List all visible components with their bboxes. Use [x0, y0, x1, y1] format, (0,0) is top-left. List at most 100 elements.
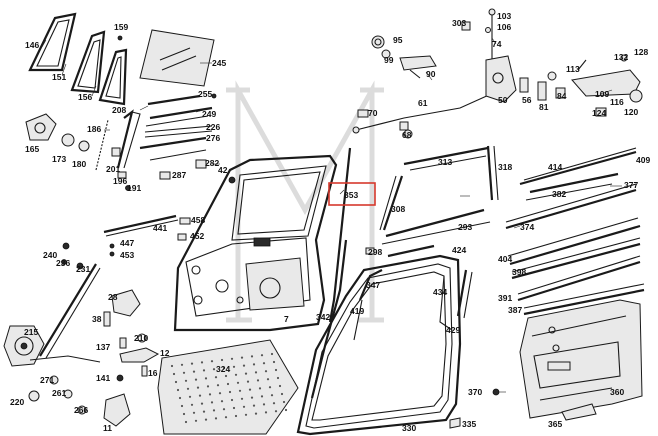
callout-293: 293 — [458, 222, 472, 232]
vent-hinge-assembly — [25, 113, 90, 152]
callout-255: 255 — [198, 89, 212, 99]
callout-159: 159 — [114, 22, 128, 32]
vent-window-glass — [70, 30, 106, 94]
callout-61: 61 — [418, 98, 428, 108]
callout-330: 330 — [402, 423, 416, 433]
callout-377: 377 — [624, 180, 638, 190]
callout-116: 116 — [610, 97, 624, 107]
callout-56: 56 — [522, 95, 532, 105]
vent-window-frame — [28, 12, 77, 72]
outside-door-handle — [571, 54, 643, 117]
callout-434: 434 — [433, 287, 447, 297]
callout-231: 231 — [76, 264, 90, 274]
door-lock-mechanism — [461, 8, 566, 103]
callout-404: 404 — [498, 254, 512, 264]
callout-74: 74 — [492, 39, 502, 49]
callout-141: 141 — [96, 373, 110, 383]
callout-360: 360 — [610, 387, 624, 397]
callout-103: 103 — [497, 11, 511, 21]
callout-387: 387 — [508, 305, 522, 315]
callout-447: 447 — [120, 238, 134, 248]
callout-156: 156 — [78, 92, 92, 102]
trim-strips-right — [505, 147, 645, 316]
small-clips-lower — [365, 129, 500, 429]
callout-240: 240 — [43, 250, 57, 260]
callout-12: 12 — [160, 348, 170, 358]
belt-trims — [381, 145, 499, 258]
callout-173: 173 — [52, 154, 66, 164]
callout-99: 99 — [384, 55, 394, 65]
callout-453: 453 — [120, 250, 134, 260]
callout-347: 347 — [366, 280, 380, 290]
callout-132: 132 — [614, 52, 628, 62]
callout-137: 137 — [96, 342, 110, 352]
callout-208: 208 — [112, 105, 126, 115]
highlight-box-353 — [328, 182, 376, 206]
callout-42: 42 — [218, 165, 228, 175]
callout-81: 81 — [539, 102, 549, 112]
callout-298: 298 — [368, 247, 382, 257]
callout-90: 90 — [426, 69, 436, 79]
callout-186: 186 — [87, 124, 101, 134]
callout-151: 151 — [52, 72, 66, 82]
callout-11: 11 — [103, 423, 112, 433]
callout-409: 409 — [636, 155, 650, 165]
callout-120: 120 — [624, 107, 638, 117]
callout-287: 287 — [172, 170, 186, 180]
callout-374: 374 — [520, 222, 534, 232]
callout-441: 441 — [153, 223, 167, 233]
callout-365: 365 — [548, 419, 562, 429]
callout-70: 70 — [368, 108, 378, 118]
callout-245: 245 — [212, 58, 226, 68]
callout-226: 226 — [206, 122, 220, 132]
callout-324: 324 — [216, 364, 230, 374]
window-regulator-spring — [95, 119, 109, 171]
callout-196: 196 — [113, 176, 127, 186]
callout-414: 414 — [548, 162, 562, 172]
seal-strip-419 — [353, 269, 383, 341]
door-edge-strip — [328, 147, 352, 323]
callout-261: 261 — [52, 388, 66, 398]
lock-rods — [352, 89, 501, 134]
callout-342: 342 — [316, 312, 330, 322]
seal-strip-342 — [310, 239, 348, 399]
callout-109: 109 — [595, 89, 609, 99]
pillar-seal — [379, 175, 404, 231]
callout-124: 124 — [592, 108, 606, 118]
vent-window-seal — [98, 48, 128, 106]
callout-419: 419 — [350, 306, 364, 316]
callout-429: 429 — [446, 325, 460, 335]
glass-channel-strips — [139, 94, 213, 161]
callout-28: 28 — [108, 292, 118, 302]
callout-335: 335 — [462, 419, 476, 429]
callout-146: 146 — [25, 40, 39, 50]
callout-95: 95 — [393, 35, 403, 45]
perforated-sound-panel — [157, 339, 299, 435]
callout-370: 370 — [468, 387, 482, 397]
callout-7: 7 — [284, 314, 289, 324]
callout-318: 318 — [498, 162, 512, 172]
door-trim-panel — [519, 299, 643, 421]
callout-458: 458 — [191, 215, 205, 225]
callout-106: 106 — [497, 22, 511, 32]
callout-113: 113 — [566, 64, 580, 74]
door-glass-pane — [139, 29, 215, 87]
callout-271: 271 — [40, 375, 54, 385]
callout-398: 398 — [512, 267, 526, 277]
callout-313: 313 — [438, 157, 452, 167]
callout-128: 128 — [634, 47, 648, 57]
callout-236: 236 — [56, 258, 70, 268]
door-lock-parts — [61, 214, 191, 382]
callout-249: 249 — [202, 109, 216, 119]
callout-391: 391 — [498, 293, 512, 303]
callout-84: 84 — [557, 91, 567, 101]
callout-68: 68 — [402, 130, 412, 140]
callout-308: 308 — [391, 204, 405, 214]
callout-220: 220 — [10, 397, 24, 407]
callout-215: 215 — [24, 327, 38, 337]
key-cylinder-parts — [371, 35, 437, 79]
callout-38: 38 — [92, 314, 102, 324]
callout-191: 191 — [127, 183, 141, 193]
callout-210: 210 — [134, 333, 148, 343]
